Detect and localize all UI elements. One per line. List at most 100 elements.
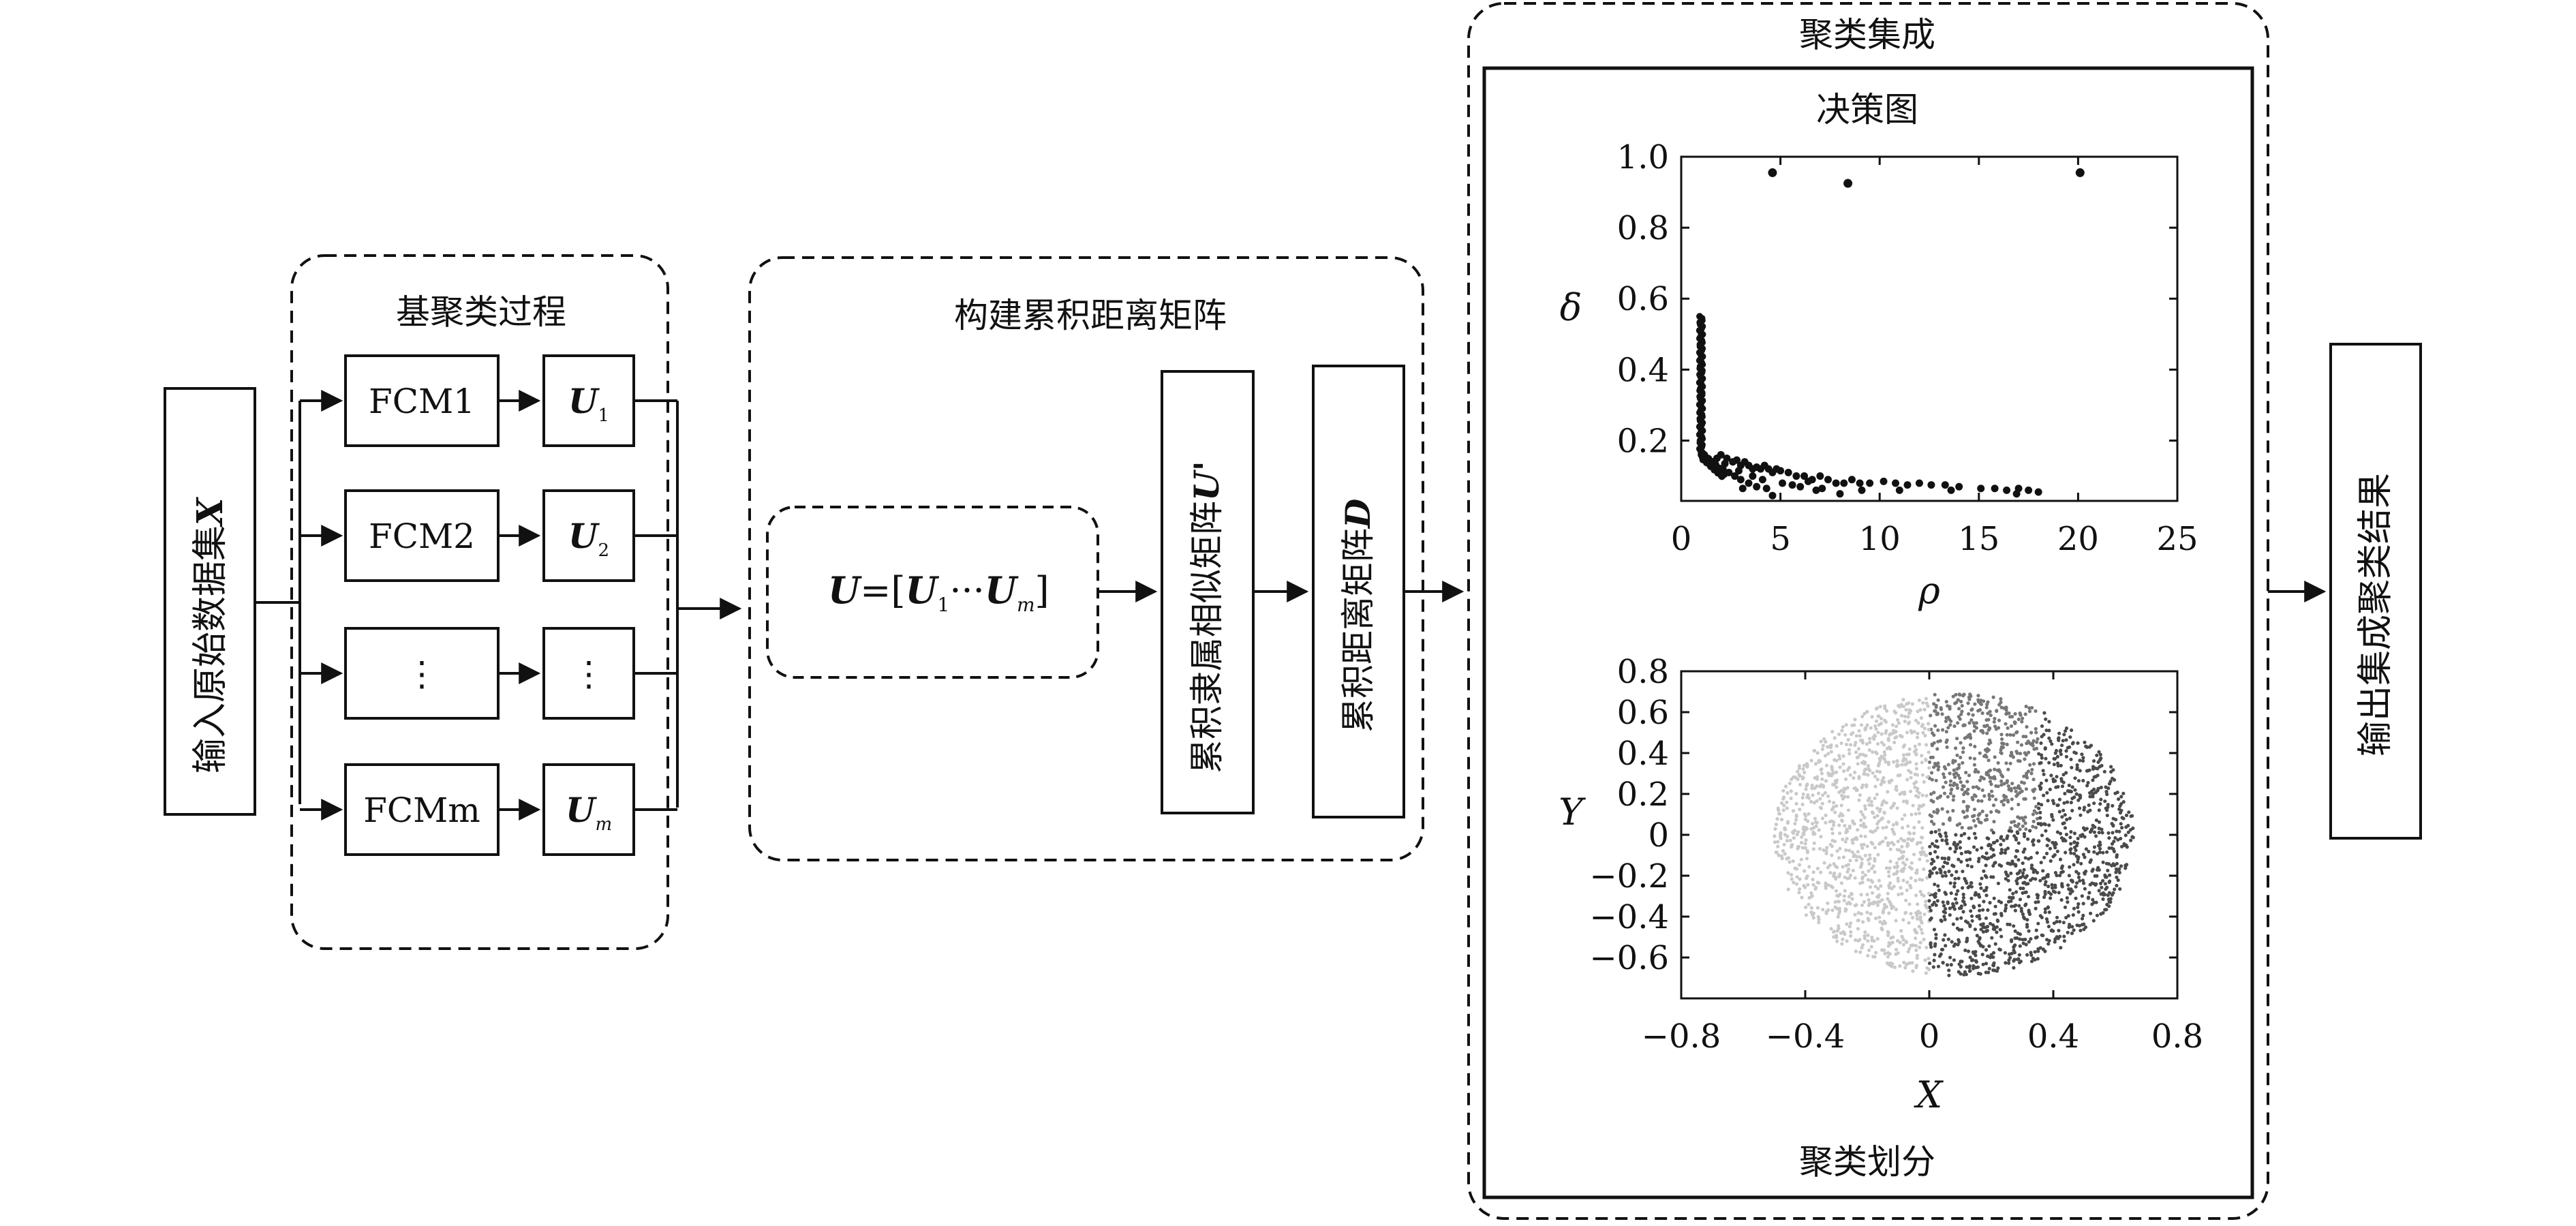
data-point — [1801, 827, 1805, 831]
data-point — [2044, 880, 2048, 884]
data-point — [1794, 801, 1798, 806]
data-point — [1954, 833, 1958, 837]
data-point — [1790, 877, 1794, 881]
data-point — [2031, 778, 2036, 782]
data-point — [1861, 752, 1865, 756]
data-point — [2029, 953, 2034, 957]
data-point — [1966, 949, 1971, 953]
data-point — [1856, 747, 1860, 751]
data-point — [2055, 874, 2059, 878]
data-point — [1824, 851, 1828, 855]
data-point — [1807, 812, 1811, 816]
data-point — [2079, 928, 2083, 932]
data-point — [1922, 803, 1926, 807]
data-point — [1792, 472, 1800, 480]
data-point — [1916, 902, 1920, 906]
data-point — [2014, 750, 2019, 754]
data-point — [1827, 799, 1832, 803]
data-point — [1928, 844, 1932, 848]
data-point — [1800, 895, 1804, 900]
data-point — [1946, 937, 1950, 941]
data-point — [1932, 810, 1936, 814]
data-point — [1895, 870, 1899, 874]
data-point — [1909, 876, 1913, 880]
data-point — [2027, 940, 2031, 944]
data-point — [1843, 824, 1847, 828]
data-point — [1980, 711, 1984, 716]
data-point — [1823, 754, 1828, 758]
data-point — [2058, 857, 2063, 861]
data-point — [1866, 773, 1870, 777]
data-point — [1813, 816, 1817, 821]
data-point — [1731, 472, 1739, 480]
data-point — [1804, 913, 1808, 917]
data-point — [1977, 857, 1981, 861]
data-point — [1793, 866, 1797, 870]
data-point — [2044, 756, 2048, 761]
data-point — [1918, 708, 1922, 712]
data-point — [1875, 769, 1879, 773]
data-point — [1907, 961, 1912, 965]
data-point — [1862, 816, 1867, 820]
data-point — [2014, 789, 2018, 793]
data-point — [2117, 829, 2121, 833]
data-point — [1862, 762, 1867, 766]
data-point — [1903, 743, 1907, 748]
data-point — [2091, 919, 2096, 923]
data-point — [1806, 819, 1810, 823]
data-point — [1930, 842, 1935, 846]
data-point — [1929, 799, 1933, 803]
data-point — [1982, 794, 1987, 798]
data-point — [1873, 734, 1877, 738]
data-point — [1991, 803, 1996, 808]
data-point — [1858, 855, 1862, 859]
data-point — [1902, 866, 1906, 870]
data-point — [1862, 711, 1867, 716]
data-point — [1974, 953, 1978, 957]
data-point — [1952, 958, 1956, 962]
data-point — [1870, 715, 1874, 719]
data-point — [1928, 872, 1932, 877]
data-point — [1945, 842, 1949, 846]
data-point — [1935, 811, 1939, 815]
data-point — [1830, 885, 1835, 889]
data-point — [2066, 900, 2070, 904]
data-point — [2097, 820, 2102, 824]
data-point — [1902, 756, 1906, 761]
data-point — [1811, 911, 1815, 915]
data-point — [1820, 801, 1824, 806]
data-point — [2104, 790, 2109, 794]
data-point — [2012, 834, 2017, 838]
data-point — [1816, 472, 1824, 480]
data-point — [2081, 853, 2085, 857]
data-point — [2092, 845, 2097, 849]
data-point — [1869, 878, 1873, 883]
data-point — [2101, 878, 2105, 883]
data-point — [2027, 706, 2031, 710]
data-point — [1848, 859, 1852, 863]
data-point — [2108, 879, 2112, 883]
data-point — [2036, 801, 2041, 806]
data-point — [1879, 841, 1883, 845]
data-point — [2034, 746, 2038, 750]
data-point — [1952, 724, 1957, 729]
data-point — [1984, 772, 1989, 776]
data-point — [1961, 761, 1965, 765]
data-point — [1883, 951, 1887, 955]
data-point — [2027, 895, 2031, 899]
data-point — [1922, 707, 1927, 711]
data-point — [1967, 966, 1972, 970]
data-point — [2066, 883, 2070, 887]
data-point — [2104, 875, 2108, 879]
data-point — [2062, 821, 2066, 825]
data-point — [1956, 889, 1960, 893]
data-point — [2110, 842, 2115, 846]
data-point — [2092, 759, 2096, 763]
data-point — [1809, 827, 1813, 831]
data-point — [1886, 930, 1890, 935]
data-point — [1944, 780, 1948, 784]
data-point — [2037, 839, 2041, 843]
data-point — [1762, 485, 1770, 493]
data-point — [2065, 800, 2070, 804]
